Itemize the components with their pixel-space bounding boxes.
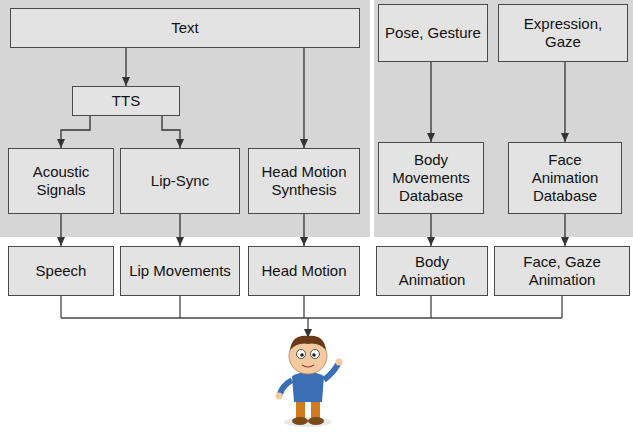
- flow-arrow: [564, 62, 565, 142]
- node-label: Expression, Gaze: [504, 15, 622, 51]
- node-label: Face Animation Database: [514, 151, 616, 205]
- node-label: Head Motion: [261, 262, 346, 280]
- output-box: Body Animation: [376, 246, 488, 296]
- database-box: Face Animation Database: [508, 142, 622, 214]
- merge-lines: [61, 296, 562, 338]
- node-label: Text: [171, 19, 199, 37]
- output-box: Speech: [8, 246, 114, 296]
- node-label: Speech: [36, 262, 87, 280]
- flow-arrow: [162, 116, 180, 148]
- node-label: Lip-Sync: [151, 172, 209, 190]
- flow-arrow: [430, 62, 431, 142]
- node-label: Body Movements Database: [384, 151, 478, 205]
- flow-arrow: [60, 214, 61, 246]
- node-label: Lip Movements: [129, 262, 231, 280]
- output-box: Lip Movements: [120, 246, 240, 296]
- flow-arrow: [179, 214, 180, 246]
- node-label: Acoustic Signals: [14, 163, 108, 199]
- left-panel: [0, 0, 370, 237]
- process-box: Lip-Sync: [120, 148, 240, 214]
- node-label: Pose, Gesture: [385, 24, 481, 42]
- node-label: Body Animation: [382, 253, 482, 289]
- flow-arrow: [61, 116, 90, 148]
- node-label: TTS: [112, 92, 140, 110]
- process-box: Acoustic Signals: [8, 148, 114, 214]
- process-box: TTS: [72, 86, 180, 116]
- process-box: Head Motion Synthesis: [248, 148, 360, 214]
- output-box: Head Motion: [248, 246, 360, 296]
- database-box: Body Movements Database: [378, 142, 484, 214]
- output-box: Face, Gaze Animation: [494, 246, 630, 296]
- flow-arrow: [303, 214, 304, 246]
- input-box: Text: [10, 8, 360, 48]
- flow-arrow: [564, 214, 565, 246]
- node-label: Head Motion Synthesis: [254, 163, 354, 199]
- right-panel: [374, 0, 633, 237]
- node-label: Face, Gaze Animation: [500, 253, 624, 289]
- cartoon-character: [276, 336, 343, 427]
- flow-arrow: [125, 48, 126, 86]
- input-box: Pose, Gesture: [378, 4, 488, 62]
- flow-arrow: [430, 214, 431, 246]
- flow-arrow: [303, 48, 304, 148]
- input-box: Expression, Gaze: [498, 4, 628, 62]
